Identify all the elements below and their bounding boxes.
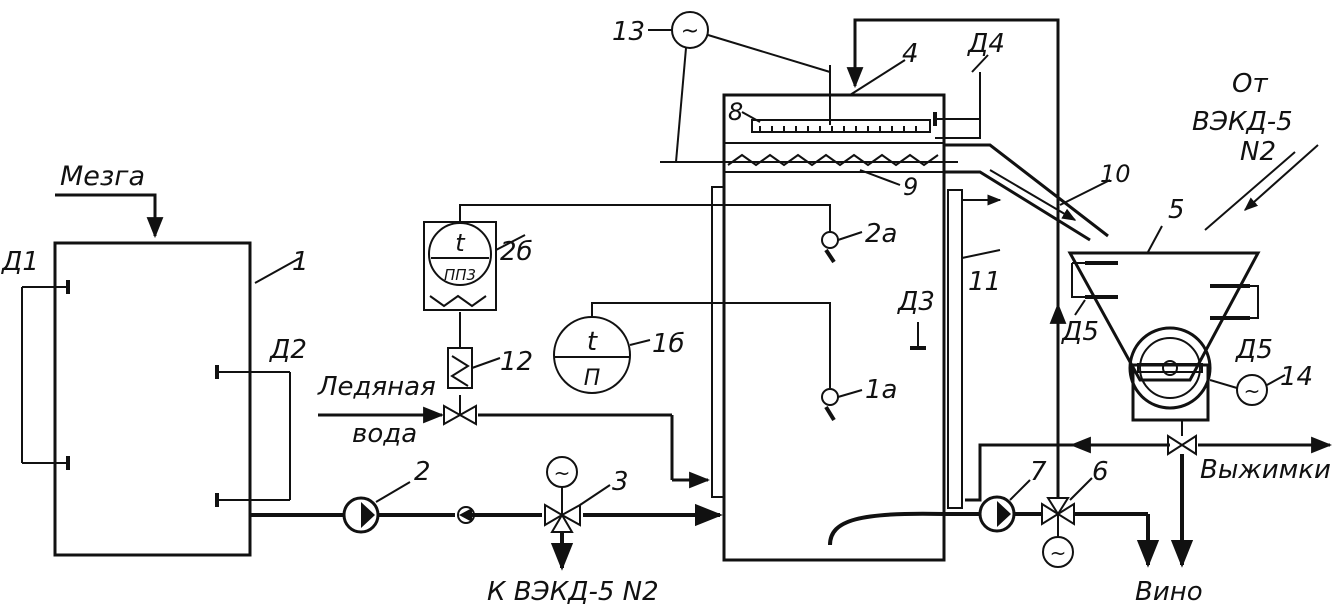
pomace-label: Выжимки <box>1200 455 1331 485</box>
jacket-return-line <box>965 436 1170 502</box>
label-1a: 1а <box>865 375 897 405</box>
motor-valve-6: ~ <box>1042 536 1074 568</box>
pump-2 <box>342 481 411 534</box>
label-4: 4 <box>902 39 919 69</box>
label-11: 11 <box>968 267 1001 297</box>
to-vekd-label: К ВЭКД-5 N2 <box>487 577 659 607</box>
label-6: 6 <box>1092 457 1109 487</box>
svg-text:ПП3: ПП3 <box>444 266 476 284</box>
pump-7 <box>944 479 1042 533</box>
svg-text:П: П <box>584 366 601 391</box>
press-5 <box>1067 225 1261 422</box>
label-5: 5 <box>1168 195 1185 225</box>
ice-water-label-2: вода <box>352 419 417 449</box>
sensor-d3-label: Д3 <box>897 287 935 317</box>
ice-water-valve <box>443 395 477 426</box>
sensor-d5-right <box>1210 284 1259 320</box>
svg-text:~: ~ <box>554 461 571 485</box>
three-way-valve-6 <box>1041 340 1160 568</box>
mash-inlet-arrow <box>55 193 164 239</box>
label-8: 8 <box>728 98 743 126</box>
three-way-valve-3 <box>544 484 611 571</box>
label-9: 9 <box>903 173 918 201</box>
label-1b: 1б <box>652 329 685 359</box>
sensor-d5-right-label: Д5 <box>1235 335 1273 365</box>
fermenter-column <box>711 93 946 562</box>
sensor-d2-label: Д2 <box>269 335 307 365</box>
recirc-line <box>846 18 1060 330</box>
tank-1 <box>53 241 301 557</box>
mash-label: Мезга <box>60 161 145 192</box>
svg-text:t: t <box>455 229 466 257</box>
from-vekd-arrow <box>1204 144 1319 231</box>
sensor-d1-label: Д1 <box>1 247 39 277</box>
label-2a: 2а <box>865 219 897 249</box>
sensor-d2 <box>215 365 291 507</box>
svg-text:t: t <box>587 327 598 357</box>
gauge-1b: t П <box>553 316 651 394</box>
sensor-d5-left-label: Д5 <box>1061 317 1099 347</box>
ice-water-label-1: Ледяная <box>317 372 436 402</box>
sensor-d4-label: Д4 <box>967 29 1005 59</box>
wine-label: Вино <box>1135 577 1203 607</box>
check-valve <box>457 506 475 524</box>
from-label-1: От <box>1232 69 1268 99</box>
sensor-d5-left <box>1071 261 1118 316</box>
svg-text:~: ~ <box>681 19 699 44</box>
label-10: 10 <box>1100 160 1131 188</box>
motor-valve-3: ~ <box>546 456 578 488</box>
label-14: 14 <box>1280 362 1313 392</box>
label-7: 7 <box>1030 457 1047 487</box>
sensor-d1 <box>21 280 70 470</box>
chute-10 <box>944 143 1111 242</box>
label-1: 1 <box>292 247 309 277</box>
label-13: 13 <box>612 17 645 47</box>
motor-13: ~ <box>648 11 831 163</box>
label-2: 2 <box>414 457 431 487</box>
svg-text:~: ~ <box>1050 541 1067 565</box>
sensor-1a <box>591 302 863 422</box>
motor-14: ~ <box>1209 374 1286 406</box>
jacket-11 <box>947 189 1002 509</box>
sensor-2a <box>459 204 863 264</box>
screw-9 <box>660 153 958 186</box>
label-2b: 2б <box>500 237 533 267</box>
label-3: 3 <box>612 467 629 497</box>
ice-water-line <box>318 406 711 489</box>
from-label-2: ВЭКД-5 <box>1192 107 1293 137</box>
sensor-d4 <box>933 54 989 139</box>
pomace-valve <box>1167 420 1333 568</box>
regulator-12 <box>447 312 501 389</box>
svg-text:~: ~ <box>1244 379 1261 403</box>
comb-8 <box>741 111 931 133</box>
label-12: 12 <box>500 347 533 377</box>
from-label-3: N2 <box>1240 137 1276 167</box>
